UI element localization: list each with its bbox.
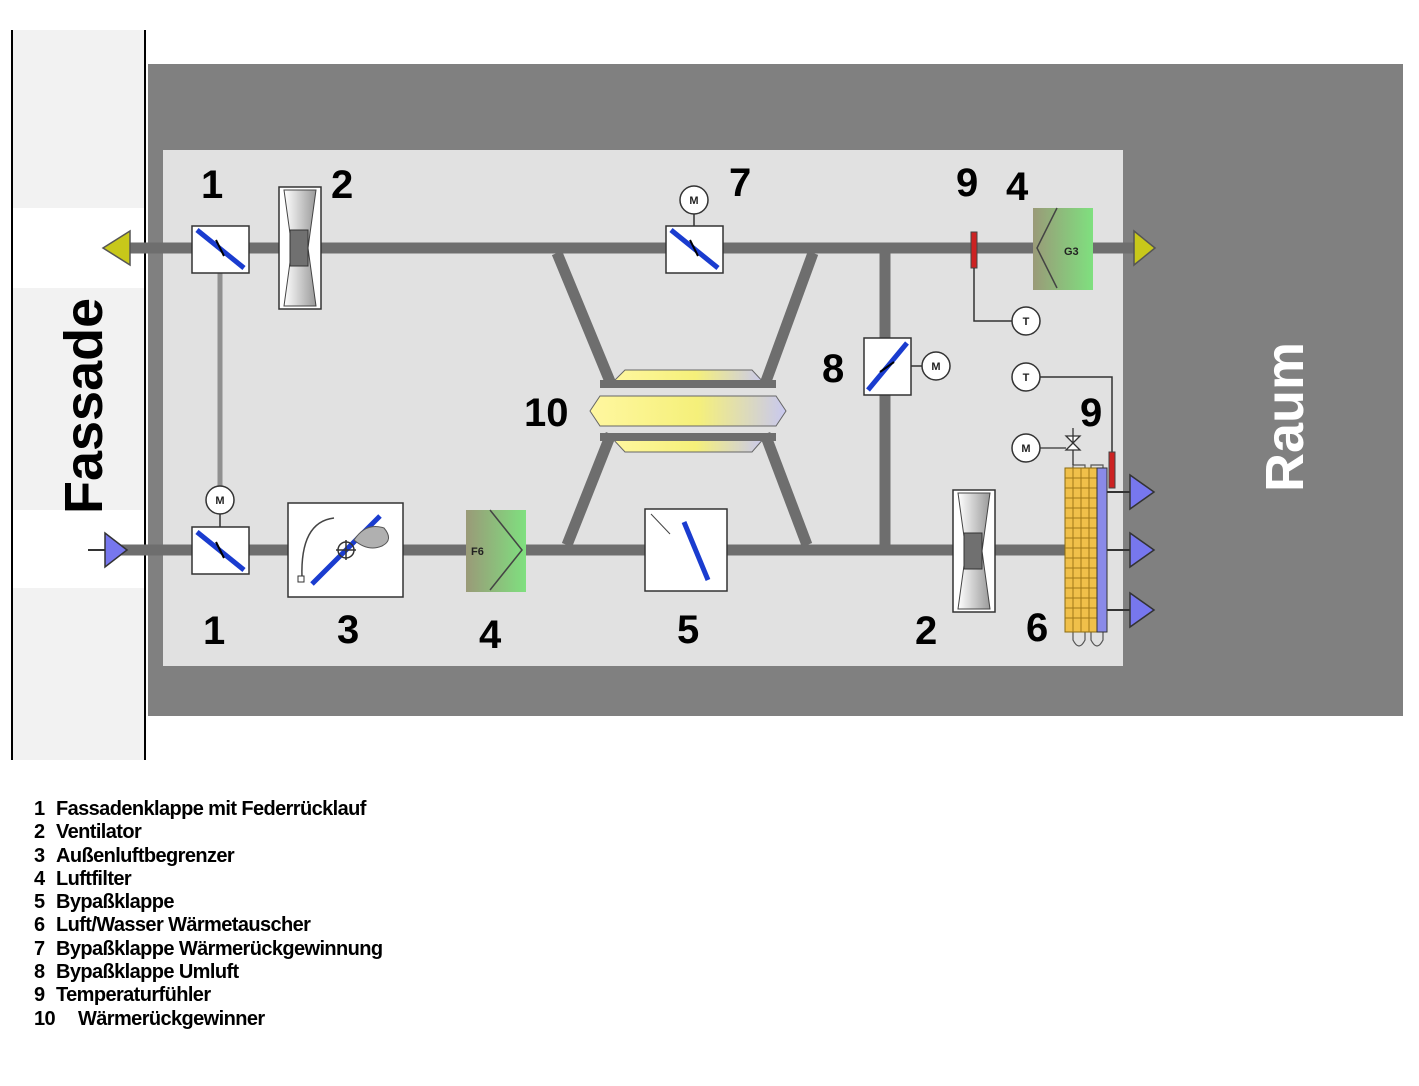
heat-recovery-unit [589, 369, 787, 453]
svg-text:M: M [215, 495, 224, 507]
filter-icon [489, 509, 523, 591]
component-legend: 1 Fassadenklappe mit Federrücklauf 2 Venti… [34, 798, 383, 1031]
label-8: 8 [822, 347, 844, 391]
ventilation-unit-diagram: Fassade Raum M [11, 30, 1403, 760]
legend-text: Außenluftbegrenzer [56, 844, 235, 867]
facade-wall [11, 30, 146, 760]
exhaust-outlet-arrow-icon [101, 229, 131, 267]
extract-temperature-sensor: T [970, 231, 1041, 336]
legend-item: 10 Wärmerückgewinner [34, 1008, 383, 1031]
legend-text: Wärmerückgewinner [78, 1007, 265, 1030]
legend-item: 9 Temperaturfühler [34, 984, 383, 1007]
legend-number: 7 [34, 937, 45, 960]
legend-item: 1 Fassadenklappe mit Federrücklauf [34, 798, 383, 821]
legend-text: Bypaßklappe [56, 891, 174, 914]
legend-item: 4 Luftfilter [34, 868, 383, 891]
label-10: 10 [524, 391, 569, 435]
legend-text: Temperaturfühler [56, 984, 211, 1007]
label-9-top: 9 [956, 161, 978, 205]
air-water-heat-exchanger: M [1011, 428, 1108, 647]
room-label: Raum [1255, 342, 1315, 492]
legend-item: 6 Luft/Wasser Wärmetauscher [34, 914, 383, 937]
legend-number: 3 [34, 844, 45, 867]
legend-number: 8 [34, 961, 45, 984]
supply-temperature-sensor: T [1011, 362, 1116, 489]
facade-damper-bottom: M [191, 485, 250, 575]
legend-number: 6 [34, 914, 45, 937]
svg-text:T: T [1023, 372, 1030, 384]
label-2-top: 2 [331, 163, 353, 207]
svg-text:M: M [1021, 443, 1030, 455]
label-5: 5 [677, 608, 699, 652]
svg-text:M: M [689, 195, 698, 207]
legend-item: 5 Bypaßklappe [34, 891, 383, 914]
label-6: 6 [1026, 606, 1048, 650]
supply-fan [952, 489, 996, 613]
supply-air-outlet-arrows [1107, 473, 1156, 629]
label-4-top: 4 [1006, 165, 1029, 209]
legend-text: Fassadenklappe mit Federrücklauf [56, 798, 366, 820]
exhaust-fan [278, 186, 322, 310]
extract-filter: G3 [1033, 207, 1093, 290]
legend-number: 2 [34, 821, 45, 844]
label-3: 3 [337, 608, 359, 652]
fresh-air-inlet-arrow-icon [88, 531, 129, 569]
legend-number: 5 [34, 891, 45, 914]
outside-air-limiter [287, 502, 404, 598]
svg-text:T: T [1023, 316, 1030, 328]
filter-icon [1036, 207, 1058, 289]
legend-item: 3 Außenluftbegrenzer [34, 845, 383, 868]
label-7: 7 [729, 161, 751, 205]
bypass-damper [644, 508, 728, 592]
svg-text:G3: G3 [1064, 246, 1079, 258]
heat-recovery-bypass-damper: M [665, 185, 724, 274]
motor-icon [679, 185, 709, 215]
motor-icon [205, 485, 235, 515]
facade-damper-top [191, 225, 250, 274]
label-1-top: 1 [201, 163, 223, 207]
label-4-bottom: 4 [479, 613, 502, 657]
label-1-bottom: 1 [203, 609, 225, 653]
legend-item: 8 Bypaßklappe Umluft [34, 961, 383, 984]
svg-text:F6: F6 [471, 546, 484, 558]
supply-filter: F6 [466, 509, 526, 592]
legend-number: 10 [34, 1007, 56, 1030]
supply-arrow-icon [1129, 591, 1156, 629]
supply-arrow-icon [1129, 531, 1156, 569]
label-2-bottom: 2 [915, 609, 937, 653]
legend-text: Ventilator [56, 821, 142, 844]
legend-item: 7 Bypaßklappe Wärmerückgewinnung [34, 938, 383, 961]
extract-inlet-arrow-icon [1133, 229, 1157, 267]
supply-arrow-icon [1129, 473, 1156, 511]
svg-text:M: M [931, 361, 940, 373]
recirculation-bypass-damper: M [863, 337, 951, 396]
legend-number: 4 [34, 867, 45, 890]
legend-text: Luft/Wasser Wärmetauscher [56, 914, 311, 937]
damper-icon [681, 521, 711, 581]
motor-icon [921, 351, 951, 381]
legend-item: 2 Ventilator [34, 821, 383, 844]
temperature-sensor-icon [1011, 306, 1041, 336]
legend-text: Bypaßklappe Umluft [56, 961, 239, 984]
legend-number: 9 [34, 984, 45, 1007]
legend-text: Bypaßklappe Wärmerückgewinnung [56, 937, 383, 960]
motor-icon [1011, 433, 1041, 463]
legend-number: 1 [34, 798, 45, 820]
facade-label: Fassade [54, 298, 114, 514]
label-9-right: 9 [1080, 391, 1102, 435]
legend-text: Luftfilter [56, 867, 132, 890]
